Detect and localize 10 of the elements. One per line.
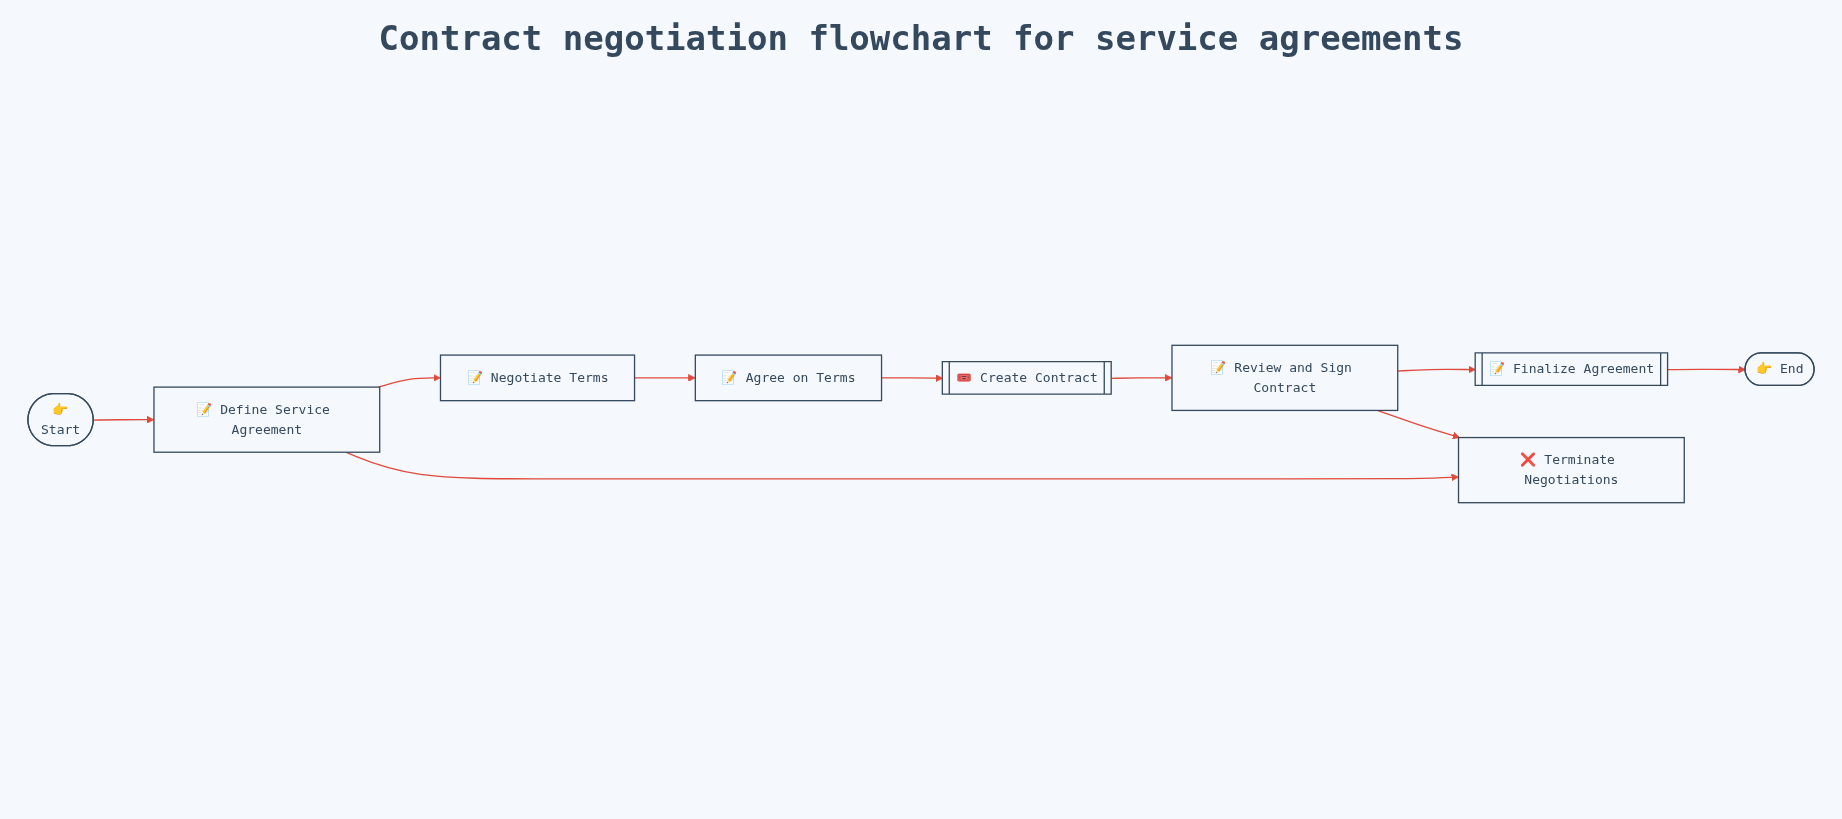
arrow bbox=[345, 451, 1459, 482]
node-box: 📝 Negotiate Terms bbox=[439, 354, 636, 402]
node-box: 📝 Review and Sign Contract bbox=[1171, 344, 1399, 412]
arrow bbox=[377, 374, 441, 388]
diagram-title: Contract negotiation flowchart for service agreements bbox=[377, 18, 1465, 58]
node-box: 📝 Define Service Agreement bbox=[153, 386, 381, 453]
arrow bbox=[1397, 365, 1476, 374]
node-box: ❌ Terminate Negotiations bbox=[1457, 436, 1685, 504]
arrow bbox=[1667, 365, 1746, 374]
node-box: 📝 Agree on Terms bbox=[694, 354, 883, 402]
